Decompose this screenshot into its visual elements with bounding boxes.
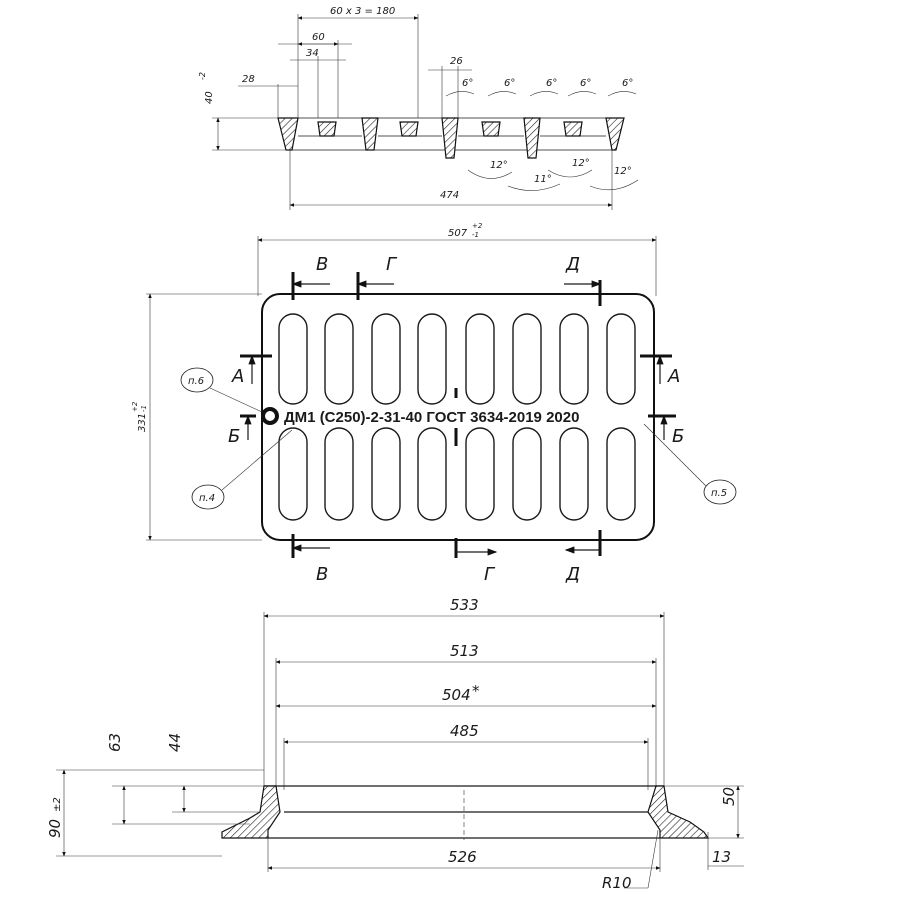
section-mark-d-bottom: Д xyxy=(564,530,602,585)
draft-6-c: 6° xyxy=(546,78,557,89)
section-mark-d-top: Д xyxy=(564,254,602,306)
section-v-bottom-label: В xyxy=(316,564,328,585)
section-g-bottom-label: Г xyxy=(484,564,496,585)
dim-r10: R10 xyxy=(602,874,632,892)
dim-504: 504 xyxy=(442,686,471,704)
dim-pitch: 60 x 3 = 180 xyxy=(330,6,395,17)
dim-height: 331 xyxy=(137,413,148,432)
frame-cross-section: 533 513 504 * 485 526 63 xyxy=(46,596,744,892)
draft-angle-callouts: 6° 6° 6° 6° 6° 12° 11° 12° 12° xyxy=(445,78,639,191)
note-callout-n5: п.5 xyxy=(643,423,737,505)
draft-12-b: 12° xyxy=(572,158,590,169)
note-n4-label: п.4 xyxy=(199,493,215,504)
section-v-top-label: В xyxy=(316,254,328,275)
note-n6-label: п.6 xyxy=(188,376,204,387)
section-a-left-label: А xyxy=(231,366,244,387)
dim-h50: 50 xyxy=(720,787,738,806)
note-callout-n6: п.6 xyxy=(180,367,263,413)
dim-width-tol-lower: -1 xyxy=(472,231,479,239)
slot-row-top xyxy=(278,313,636,405)
dim-504-mark: * xyxy=(472,682,480,700)
dim-slot-pitch: 60 xyxy=(312,32,325,43)
dim-533: 533 xyxy=(450,596,479,614)
note-n5-label: п.5 xyxy=(711,488,727,499)
dim-h63: 63 xyxy=(106,733,124,752)
section-d-bottom-label: Д xyxy=(565,564,580,585)
marking-text: ДМ1 (С250)-2-31-40 ГОСТ 3634-2019 2020 xyxy=(284,409,579,426)
dim-526: 526 xyxy=(448,848,477,866)
draft-6-a: 6° xyxy=(462,78,473,89)
note-callout-n4: п.4 xyxy=(191,429,293,510)
section-b-left-label: Б xyxy=(228,426,240,447)
dim-h44: 44 xyxy=(166,733,184,752)
section-mark-a-left: А xyxy=(231,354,272,387)
dim-width-tol-upper: +2 xyxy=(472,222,483,230)
section-mark-b-left: Б xyxy=(228,414,256,447)
dim-h13: 13 xyxy=(712,848,731,866)
dim-depth-tol: -2 xyxy=(198,72,207,80)
dim-h90: 90 xyxy=(46,819,64,838)
dim-edge: 28 xyxy=(242,74,255,85)
dim-485: 485 xyxy=(450,722,479,740)
draft-6-e: 6° xyxy=(622,78,633,89)
section-mark-a-right: А xyxy=(640,354,680,387)
section-mark-b-right: Б xyxy=(648,414,684,447)
section-mark-v-top: В xyxy=(291,254,330,300)
slot-row-bottom xyxy=(278,427,636,521)
dim-height-tol-lower: -1 xyxy=(140,405,148,412)
dim-width: 507 xyxy=(448,228,468,239)
section-mark-g-bottom: Г xyxy=(456,548,498,585)
section-d-top-label: Д xyxy=(565,254,580,275)
dim-height-tol-upper: +2 xyxy=(131,401,139,412)
grate-plan-view: 507 +2 -1 331 +2 -1 xyxy=(131,222,737,585)
dim-depth: 40 xyxy=(204,91,215,104)
dim-513: 513 xyxy=(450,642,479,660)
dim-length: 474 xyxy=(440,190,459,201)
section-b-right-label: Б xyxy=(672,426,684,447)
dim-h90-tol: ±2 xyxy=(52,797,63,812)
section-a-right-label: А xyxy=(667,366,680,387)
draft-6-d: 6° xyxy=(580,78,591,89)
draft-12-a: 12° xyxy=(490,160,508,171)
section-g-top-label: Г xyxy=(386,254,398,275)
section-mark-g-top: Г xyxy=(356,254,398,300)
draft-12-c: 12° xyxy=(614,166,632,177)
dim-rib: 26 xyxy=(450,56,463,67)
grate-cross-section: 60 x 3 = 180 60 34 28 26 40 -2 474 xyxy=(198,6,639,210)
draft-6-b: 6° xyxy=(504,78,515,89)
section-mark-v-bottom: В xyxy=(291,534,330,585)
draft-11: 11° xyxy=(534,174,552,185)
dim-slot-width: 34 xyxy=(306,48,319,59)
